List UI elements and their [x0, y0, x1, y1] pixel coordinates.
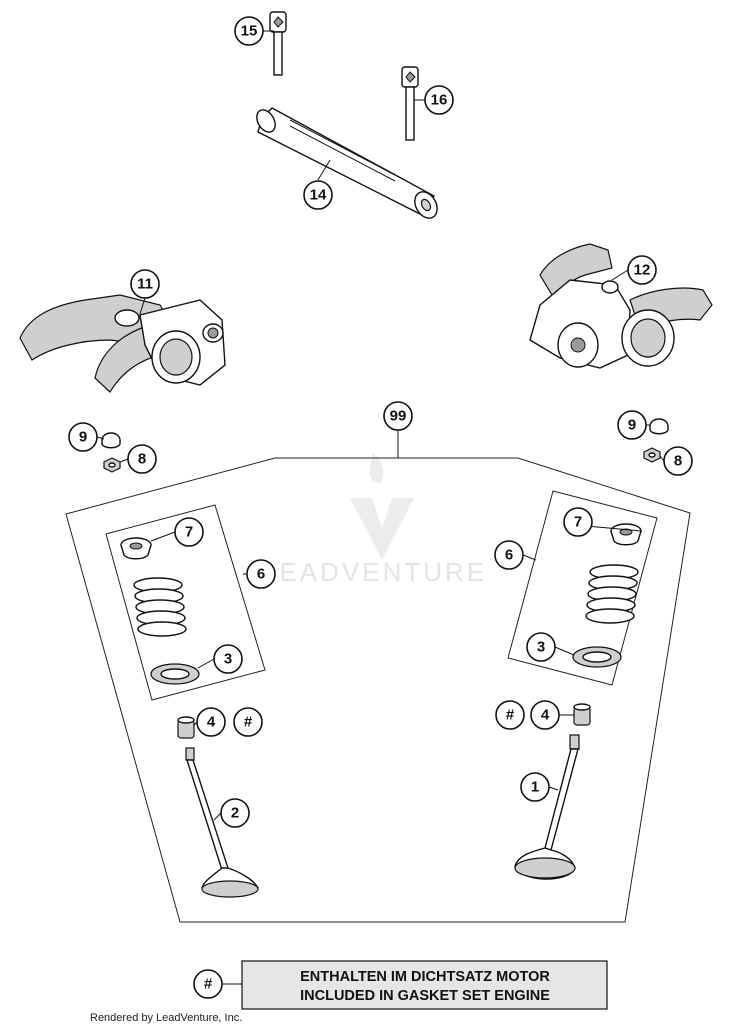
part-16-bolt: [401, 66, 419, 141]
svg-text:#: #: [244, 714, 253, 731]
legend-box: [241, 960, 608, 1010]
part-9-cap-right: [649, 418, 669, 435]
legend-symbol: #: [204, 976, 213, 993]
part-1-intake-valve: [514, 734, 580, 880]
watermark-logo-icon: [350, 498, 414, 560]
callout-16: 16: [424, 85, 454, 115]
callout-hash-left: #: [233, 707, 263, 737]
callout-11: 11: [130, 269, 160, 299]
svg-text:3: 3: [537, 639, 545, 656]
svg-text:7: 7: [574, 514, 582, 531]
callout-99: 99: [383, 401, 413, 431]
svg-text:99: 99: [390, 408, 407, 425]
svg-text:#: #: [506, 707, 515, 724]
svg-text:3: 3: [224, 651, 232, 668]
callout-8-right: 8: [663, 446, 693, 476]
watermark-flame-icon: [369, 452, 384, 484]
part-8-nut-left: [103, 457, 121, 473]
callout-4-right: 4: [530, 700, 560, 730]
part-11-rocker-arm: [19, 294, 226, 393]
part-15-bolt: [269, 11, 287, 76]
part-8-nut-right: [643, 447, 661, 463]
part-9-cap-left: [101, 432, 121, 449]
callout-7-right: 7: [563, 507, 593, 537]
svg-text:9: 9: [79, 429, 87, 446]
part-4-valve-seal-left: [177, 716, 195, 739]
svg-text:6: 6: [257, 566, 265, 583]
svg-text:4: 4: [541, 707, 550, 724]
part-3-spring-seat-left: [150, 663, 200, 685]
leader-lines: [96, 30, 665, 821]
callout-6-left: 6: [246, 559, 276, 589]
svg-text:1: 1: [531, 779, 539, 796]
part-6-valve-spring-left: [133, 577, 187, 637]
part-3-spring-seat-right: [572, 646, 622, 668]
watermark: LEADVENTURE: [262, 452, 487, 587]
callout-hash-right: #: [495, 700, 525, 730]
part-7-spring-retainer-left: [120, 537, 152, 560]
callout-3-left: 3: [213, 644, 243, 674]
part-12-rocker-arm: [529, 243, 713, 369]
part-14-rocker-shaft: [256, 107, 438, 219]
watermark-text: LEADVENTURE: [262, 557, 487, 587]
callout-14: 14: [303, 180, 333, 210]
part-6-valve-spring-right: [585, 564, 639, 624]
svg-text:6: 6: [505, 547, 513, 564]
svg-text:8: 8: [138, 451, 146, 468]
svg-text:7: 7: [185, 524, 193, 541]
svg-text:12: 12: [634, 262, 651, 279]
part-2-exhaust-valve: [185, 747, 259, 898]
legend: # ENTHALTEN IM DICHTSATZ MOTOR INCLUDED …: [193, 960, 608, 1010]
callout-6-right: 6: [494, 540, 524, 570]
legend-line-1: ENTHALTEN IM DICHTSATZ MOTOR: [300, 969, 550, 985]
spring-group-frame-left: [105, 504, 266, 701]
svg-text:9: 9: [628, 417, 636, 434]
part-4-valve-seal-right: [573, 703, 591, 726]
callout-2: 2: [220, 798, 250, 828]
svg-text:4: 4: [207, 714, 216, 731]
footer-credit: Rendered by LeadVenture, Inc.: [90, 1012, 242, 1024]
svg-text:2: 2: [231, 805, 239, 822]
callout-3-right: 3: [526, 632, 556, 662]
spring-group-frame-right: [507, 490, 658, 686]
legend-line-2: INCLUDED IN GASKET SET ENGINE: [300, 988, 550, 1004]
callout-4-left: 4: [196, 707, 226, 737]
callout-12: 12: [627, 255, 657, 285]
callout-9-left: 9: [68, 422, 98, 452]
callout-1: 1: [520, 772, 550, 802]
callout-8-left: 8: [127, 444, 157, 474]
svg-text:8: 8: [674, 453, 682, 470]
svg-text:11: 11: [137, 276, 153, 293]
callout-9-right: 9: [617, 410, 647, 440]
svg-text:15: 15: [241, 23, 258, 40]
part-7-spring-retainer-right: [610, 523, 642, 546]
svg-text:16: 16: [431, 92, 448, 109]
gasket-kit-frame: [65, 457, 691, 923]
callout-15: 15: [234, 16, 264, 46]
svg-text:14: 14: [310, 187, 327, 204]
callout-7-left: 7: [174, 517, 204, 547]
